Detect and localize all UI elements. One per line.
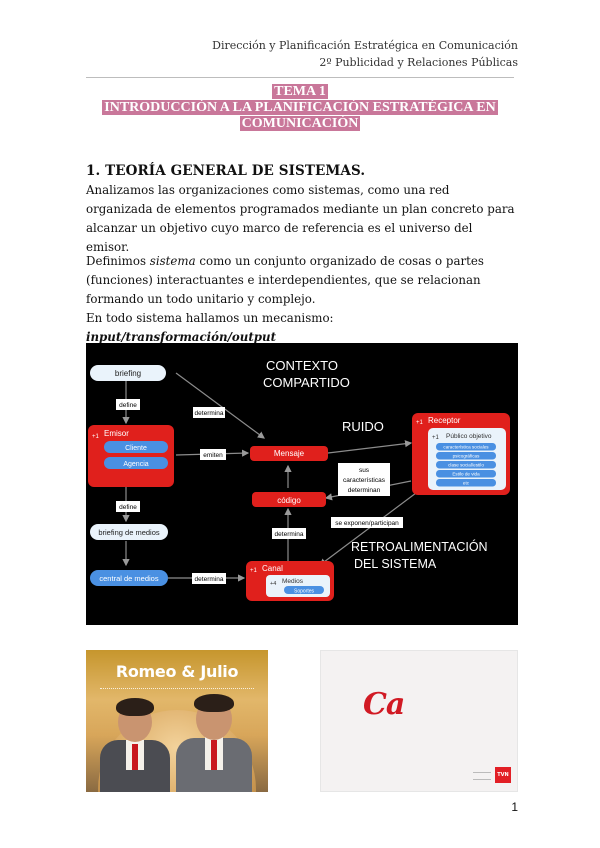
publico-item-pill bbox=[436, 452, 496, 460]
svg-text:Canal: Canal bbox=[262, 564, 283, 573]
connector-label-determina-bot: determina bbox=[192, 573, 226, 584]
tvn-logo: TVN bbox=[495, 767, 511, 783]
label-contexto-1: CONTEXTO bbox=[266, 358, 338, 373]
romeo-julio-poster: Romeo & Julio bbox=[86, 650, 268, 792]
svg-text:determina: determina bbox=[195, 576, 224, 583]
svg-text:+1: +1 bbox=[432, 435, 440, 441]
page-number: 1 bbox=[511, 800, 518, 814]
svg-text:se exponen/participan: se exponen/participan bbox=[335, 520, 399, 527]
publico-item-pill bbox=[436, 443, 496, 451]
paragraph-organizations: Analizamos las organizaciones como siste… bbox=[86, 183, 515, 254]
coca-cola-ad-frame: Ca TVN bbox=[320, 650, 518, 792]
publico-item: característica sociales bbox=[443, 445, 489, 450]
svg-text:central de medios: central de medios bbox=[99, 574, 158, 583]
svg-text:determinan: determinan bbox=[348, 487, 381, 494]
mechanism-term: input/transformación/output bbox=[86, 330, 277, 344]
svg-text:Mensaje: Mensaje bbox=[274, 449, 305, 458]
coca-cola-logo: Ca bbox=[363, 687, 405, 722]
svg-text:Público objetivo: Público objetivo bbox=[446, 433, 492, 440]
section-heading: 1. TEORÍA GENERAL DE SISTEMAS. bbox=[86, 163, 366, 179]
node-central-medios: central de medios bbox=[90, 570, 168, 586]
svg-text:define: define bbox=[119, 504, 137, 511]
svg-text:Soportes: Soportes bbox=[294, 589, 315, 595]
svg-text:determina: determina bbox=[195, 410, 224, 417]
chapter-number: TEMA 1 bbox=[272, 84, 328, 99]
connector-label-determina-top: determina bbox=[193, 407, 225, 418]
connector-label-define-mid: define bbox=[116, 501, 140, 512]
svg-text:+4: +4 bbox=[270, 581, 276, 587]
publico-item-pill bbox=[436, 461, 496, 469]
node-mensaje: Mensaje bbox=[250, 446, 328, 461]
poster-person-left bbox=[96, 692, 174, 792]
connector-label-caracteristicas: sus características determinan bbox=[338, 463, 390, 496]
connector-label-se-exponen: se exponen/participan bbox=[331, 517, 403, 528]
svg-text:Cliente: Cliente bbox=[125, 445, 147, 452]
label-retro-1: RETROALIMENTACIÓN bbox=[351, 539, 488, 554]
chapter-title: TEMA 1 INTRODUCCIÓN A LA PLANIFICACIÓN E… bbox=[86, 84, 514, 132]
node-briefing: briefing bbox=[90, 365, 166, 381]
svg-text:Emisor: Emisor bbox=[104, 429, 129, 438]
paragraph-mechanism: En todo sistema hallamos un mecanismo: i… bbox=[86, 311, 334, 344]
publico-item: Estilo de vida bbox=[452, 472, 480, 477]
poster-title: Romeo & Julio bbox=[115, 662, 239, 681]
svg-text:Medios: Medios bbox=[282, 578, 304, 585]
label-retro-2: DEL SISTEMA bbox=[354, 557, 437, 571]
svg-text:+1: +1 bbox=[416, 420, 424, 426]
svg-text:+1: +1 bbox=[250, 568, 258, 574]
publico-items: característica sociales psicográficas clas… bbox=[436, 443, 496, 487]
node-canal: +1 Canal +4 Medios Soportes bbox=[246, 561, 334, 601]
node-emisor: +1 Emisor Cliente Agencia bbox=[88, 425, 174, 487]
header-divider bbox=[86, 77, 514, 78]
svg-text:briefing de medios: briefing de medios bbox=[98, 528, 160, 537]
svg-text:briefing: briefing bbox=[115, 369, 141, 378]
chapter-name: INTRODUCCIÓN A LA PLANIFICACIÓN ESTRATÉG… bbox=[102, 100, 498, 131]
node-briefing-medios: briefing de medios bbox=[90, 524, 168, 540]
publico-item: etc bbox=[463, 481, 470, 486]
poster-subtitle-line bbox=[100, 688, 254, 690]
term-sistema: sistema bbox=[149, 254, 196, 268]
connector-label-define-top: define bbox=[116, 399, 140, 410]
communication-system-diagram: CONTEXTO COMPARTIDO RUIDO RETROALIMENTAC… bbox=[86, 343, 518, 625]
svg-text:características: características bbox=[343, 477, 386, 484]
connector-label-determina-mid: determina bbox=[272, 528, 306, 539]
svg-text:sus: sus bbox=[359, 467, 370, 474]
node-codigo: código bbox=[252, 492, 326, 507]
poster-person-right bbox=[172, 688, 256, 792]
publico-item: psicográficas bbox=[453, 454, 481, 459]
svg-text:Agencia: Agencia bbox=[123, 461, 148, 468]
publico-item-pill bbox=[436, 470, 496, 478]
header-course: Dirección y Planificación Estratégica en… bbox=[212, 39, 518, 52]
publico-item: clase social/estilo bbox=[448, 463, 484, 468]
svg-text:emiten: emiten bbox=[203, 452, 223, 459]
header-degree: 2º Publicidad y Relaciones Públicas bbox=[319, 56, 518, 69]
svg-text:Receptor: Receptor bbox=[428, 416, 461, 425]
label-ruido: RUIDO bbox=[342, 419, 384, 434]
svg-text:determina: determina bbox=[275, 531, 304, 538]
svg-text:código: código bbox=[277, 496, 301, 505]
connector-label-emiten: emiten bbox=[200, 449, 226, 460]
svg-text:define: define bbox=[119, 402, 137, 409]
page-header: Dirección y Planificación Estratégica en… bbox=[212, 37, 518, 71]
ad-small-print bbox=[473, 772, 491, 780]
label-contexto-2: COMPARTIDO bbox=[263, 375, 350, 390]
paragraph-definition: Definimos sistema como un conjunto organ… bbox=[86, 254, 484, 306]
svg-text:+1: +1 bbox=[92, 434, 100, 440]
publico-item-pill bbox=[436, 479, 496, 487]
